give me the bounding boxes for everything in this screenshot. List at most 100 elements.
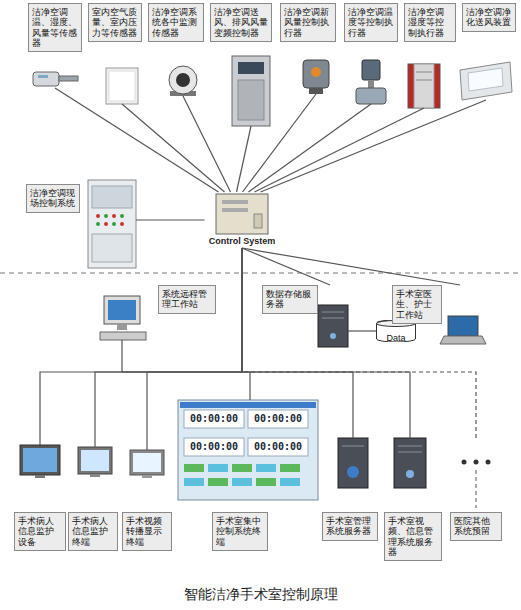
callout-text: 数据存储服务器 xyxy=(262,285,318,314)
figure-caption: 智能洁净手术室控制原理 xyxy=(0,586,521,604)
monitor-sensor xyxy=(169,66,197,96)
monitor-part xyxy=(90,474,100,477)
server-part xyxy=(398,446,422,447)
server xyxy=(394,438,426,488)
humidity-unit xyxy=(408,64,440,108)
server-part xyxy=(342,446,364,447)
control-panel-part xyxy=(232,478,252,486)
workstation-part xyxy=(117,324,127,330)
control-panel-part xyxy=(180,402,316,408)
control-cabinet xyxy=(88,180,136,268)
device-group: 洁净空调新风量控制执行器 xyxy=(280,3,336,94)
callout-text: 手术病人信息监护设备 xyxy=(14,512,66,551)
data-server-part xyxy=(322,318,344,319)
workstation-part xyxy=(100,332,146,340)
duct-sensor-part xyxy=(38,75,48,78)
callout-text: 洁净空调系统各中监测传感器 xyxy=(148,3,204,42)
device-group: 洁净空调送风、排风风量变频控制器 xyxy=(210,3,272,126)
connector xyxy=(55,88,219,192)
device-group: 洁净空调湿度等控制执行器 xyxy=(404,3,456,108)
supply-panel-part xyxy=(460,62,512,100)
monitor-sensor-part xyxy=(169,66,197,94)
device-group: 洁净空调温度等控制执行器 xyxy=(344,3,398,104)
control-panel-part xyxy=(248,438,308,456)
control-computer-part xyxy=(222,200,248,204)
actuator-part xyxy=(303,60,329,88)
server-part xyxy=(338,438,368,488)
device-group: 手术病人信息监护终端 xyxy=(68,447,118,552)
data-server-part xyxy=(318,305,348,347)
reserve-dots-part xyxy=(474,460,479,465)
system-label: Control System xyxy=(205,236,280,246)
actuator-part xyxy=(311,67,321,77)
valve-actuator-part xyxy=(368,80,374,88)
connector xyxy=(242,248,250,400)
callout-text: 手术病人信息监护终端 xyxy=(68,512,118,551)
control-panel-part xyxy=(184,478,204,486)
server-part xyxy=(406,470,414,478)
actuator-part xyxy=(309,88,323,94)
control-panel-part xyxy=(280,464,300,472)
callout-text: 洁净空调湿度等控制执行器 xyxy=(404,3,456,42)
inverter-part xyxy=(238,80,264,120)
laptop xyxy=(440,316,486,344)
device-group: 手术病人信息监护设备 xyxy=(14,445,66,552)
server xyxy=(338,438,368,488)
duct-sensor-part xyxy=(33,72,59,86)
callout-text: 手术室医生、护士工作站 xyxy=(392,285,442,324)
valve-actuator-part xyxy=(356,88,386,104)
inverter xyxy=(232,56,270,126)
control-panel-part xyxy=(208,464,228,472)
device-group: 洁净空调温、湿度、风量等传感器 xyxy=(28,3,82,88)
timer-readout: 00:00:00 xyxy=(184,438,244,456)
workstation xyxy=(100,296,146,340)
monitor-part xyxy=(20,445,60,475)
device-group: 系统远程管理工作站 xyxy=(98,285,216,340)
control-panel-part xyxy=(184,438,244,456)
connector xyxy=(183,96,231,192)
callout-text: 室内空气质量、室内压力等传感器 xyxy=(88,3,142,42)
laptop-part xyxy=(448,316,478,336)
callout-text: 系统远程管理工作站 xyxy=(158,285,216,314)
monitor-part xyxy=(35,475,45,478)
callout-text: 手术视频转播显示终端 xyxy=(122,512,172,551)
monitor xyxy=(20,445,60,478)
server-part xyxy=(394,438,426,488)
device-group: 手术室医生、护士工作站 xyxy=(392,285,486,344)
callout-text: 洁净空调现场控制系统 xyxy=(26,184,80,213)
valve-actuator xyxy=(356,60,386,104)
server-part xyxy=(347,466,359,478)
monitor-part xyxy=(81,450,109,471)
control-cabinet-part xyxy=(96,214,100,218)
callout-text: 洁净空调温、湿度、风量等传感器 xyxy=(28,3,82,52)
control-cabinet-part xyxy=(92,234,132,262)
connector xyxy=(243,94,317,192)
valve-actuator-part xyxy=(362,60,380,80)
duct-sensor xyxy=(33,72,78,86)
control-panel-part xyxy=(256,478,276,486)
connector xyxy=(242,248,476,440)
control-cabinet-part xyxy=(120,214,124,218)
callout-text: 手术室管理系统服务器 xyxy=(322,512,378,541)
control-panel xyxy=(178,400,318,500)
control-computer-part xyxy=(222,208,248,212)
connector xyxy=(242,248,410,438)
room-sensor xyxy=(106,68,138,104)
control-panel-part xyxy=(184,464,204,472)
device-group: 室内空气质量、室内压力等传感器 xyxy=(88,3,142,104)
control-panel-part xyxy=(248,410,308,428)
monitor-part xyxy=(133,453,161,472)
inverter-part xyxy=(238,62,264,74)
monitor-sensor-part xyxy=(176,73,190,87)
control-cabinet-part xyxy=(112,214,116,218)
control-panel-part xyxy=(208,478,228,486)
humidity-unit-part xyxy=(408,64,440,108)
room-sensor-part xyxy=(109,71,135,101)
callout-text: 医院其他系统预留 xyxy=(450,512,502,541)
control-panel-part xyxy=(178,400,318,500)
connector xyxy=(249,104,372,192)
connector xyxy=(122,248,242,372)
data-text: Data xyxy=(386,333,405,343)
humidity-unit-part xyxy=(416,80,432,81)
connector xyxy=(237,126,252,192)
